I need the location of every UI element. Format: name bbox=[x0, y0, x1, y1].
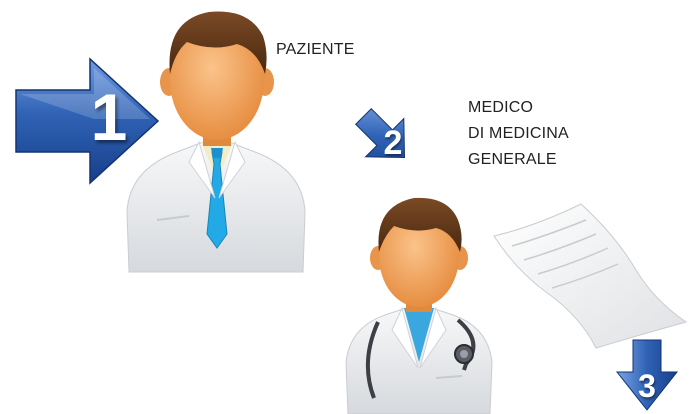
step-3-arrow bbox=[615, 339, 679, 411]
step-3-number: 3 bbox=[638, 368, 656, 404]
doctor-label-line-2: DI MEDICINA bbox=[468, 125, 569, 142]
prescription-document-icon bbox=[493, 203, 688, 349]
patient-label: PAZIENTE bbox=[276, 41, 355, 58]
step-2-number: 2 bbox=[383, 124, 403, 162]
patient-avatar bbox=[126, 11, 306, 273]
step-1-number: 1 bbox=[90, 80, 128, 154]
doctor-label-line-3: GENERALE bbox=[468, 151, 557, 168]
doctor-label: MEDICO DI MEDICINA GENERALE bbox=[468, 95, 569, 173]
doctor-avatar bbox=[345, 197, 493, 414]
step-2-arrow bbox=[355, 108, 406, 159]
doctor-label-line-1: MEDICO bbox=[468, 99, 534, 116]
step-1-arrow bbox=[15, 57, 160, 185]
